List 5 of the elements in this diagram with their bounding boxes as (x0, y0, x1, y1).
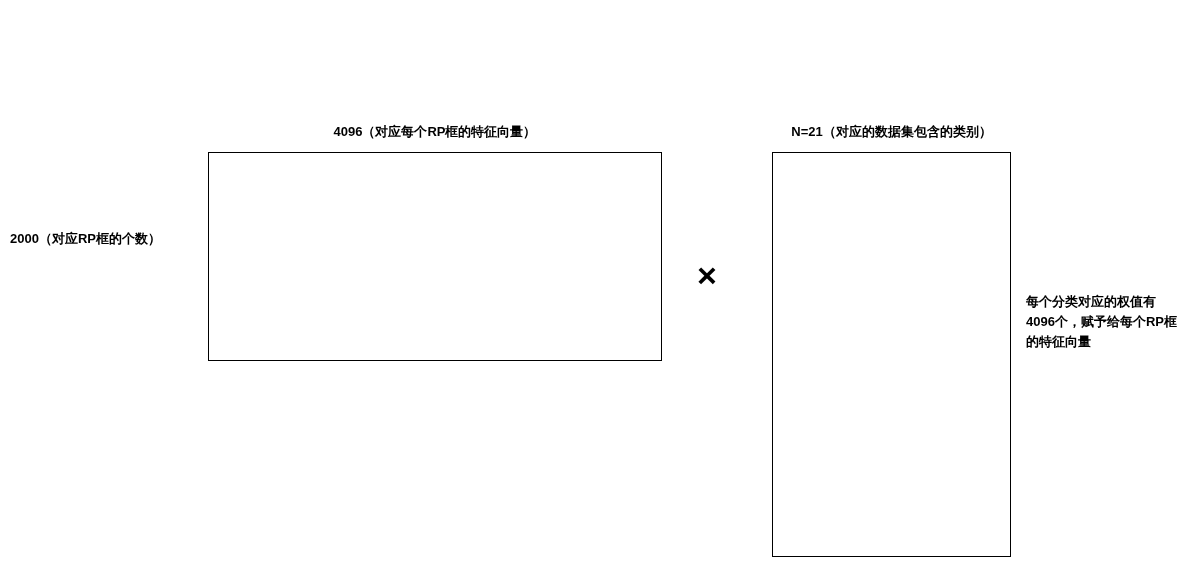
dimension-label: 每个分类对应的权值有4096个，赋予给每个RP框的特征向量 (1026, 293, 1178, 351)
matrix-heading: 4096（对应每个RP框的特征向量） (333, 124, 537, 140)
matrix-heading: N=21（对应的数据集包含的类别） (791, 124, 992, 140)
multiply-sign: × (697, 258, 717, 292)
dimension-label: 2000（对应RP框的个数） (10, 230, 161, 248)
